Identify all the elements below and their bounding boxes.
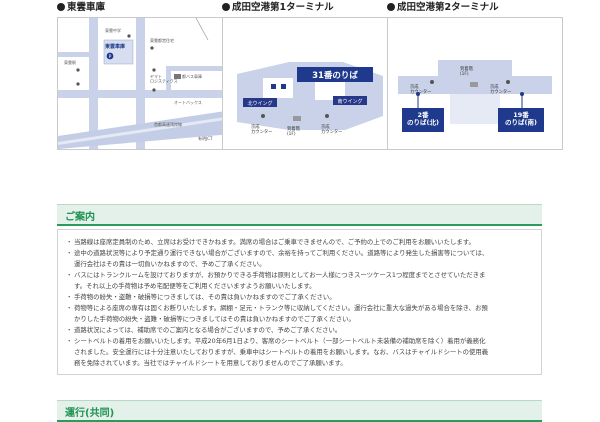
map-t2-title: 成田空港第2ターミナル [397, 2, 499, 13]
notice-item-text: 途中の道路状況等により予定通り運行できない場合がございますので、余裕を持ってご利… [74, 249, 489, 257]
map-t2-stop-south: 19番のりば(南) [505, 110, 537, 126]
notice-item: 当路線は座席定員制のため、立席はお受けできかねます。満席の場合はご乗車できません… [66, 237, 533, 248]
operation-heading-bar: 運行(共同) [57, 400, 542, 422]
map-t1-north-wing: 北ウイング [247, 100, 272, 107]
notice-item: 道路状況によっては、補助席でのご案内となる場合がございますので、予めご了承くださ… [66, 325, 533, 336]
notice-item-text: 荷物等による座席の専有は固くお断りいたします。網棚・足元・トランク等に収納してく… [74, 304, 488, 312]
notice-item-text: 手荷物の紛失・盗難・破損等につきましては、その責は負いかねますのでご了承ください… [74, 293, 336, 301]
map-t2: 成田空港第2ターミナル 2番のりば(北) 19番のりば(南) 到着階(1F) 京… [387, 0, 563, 150]
map-depot-station: 東雲駅 [64, 59, 76, 65]
map-t2-stop-north: 2番のりば(北) [407, 110, 439, 126]
map-t1-arrival: 到着階(1F) [287, 125, 301, 137]
notice-item: バスにはトランクルームを設けておりますが、お預かりできる手荷物は原則としてお一人… [66, 270, 533, 292]
map-t2-arrival: 到着階(1F) [460, 65, 474, 77]
bullet-icon [57, 2, 65, 11]
map-t1: 成田空港第1ターミナル 31番のりば 北ウイング 南ウイング 京成カウンター 到… [222, 0, 398, 150]
bullet-icon [222, 2, 230, 11]
map-depot-logistics: ヤマトロジスティクス [150, 74, 178, 84]
map-t2-counter-right: 京成カウンター [490, 83, 511, 95]
map-depot-pin: P [109, 54, 112, 60]
map-depot-auto: オートバックス [174, 99, 202, 105]
map-depot-residence: 東雲都営住宅 [150, 37, 174, 43]
notice-item-text: シートベルトの着用をお願いいたします。平成20年6月1日より、客席のシートベルト… [74, 337, 486, 345]
notice-item-text: かりした手荷物の紛失・盗難・破損等につきましてはその責は負いかねますのでご了承く… [74, 315, 355, 323]
notice-heading: ご案内 [65, 212, 95, 223]
notice-item: 手荷物の紛失・盗難・破損等につきましては、その責は負いかねますのでご了承ください… [66, 292, 533, 303]
notice-box: 当路線は座席定員制のため、立席はお受けできかねます。満席の場合はご乗車できません… [57, 229, 542, 375]
map-depot: 東雲車庫 P 東雲車庫 東 [57, 0, 233, 150]
map-depot-title: 東雲車庫 [67, 2, 106, 13]
map-depot-label: 東雲車庫 [105, 43, 125, 50]
notice-item: 荷物等による座席の専有は固くお断りいたします。網棚・足元・トランク等に収納してく… [66, 303, 533, 325]
map-t2-counter-left: 京成カウンター [410, 83, 431, 95]
map-depot-school: 東雲中学 [105, 27, 121, 33]
map-depot-road: 首都高速湾岸線 [154, 121, 182, 127]
operation-heading: 運行(共同) [65, 408, 115, 419]
notice-list: 当路線は座席定員制のため、立席はお受けできかねます。満席の場合はご乗車できません… [58, 230, 541, 369]
map-depot-warehouse: 都バス車庫 [182, 73, 202, 79]
map-depot-image: P 東雲車庫 東雲中学 東雲都営住宅 ヤマトロジスティクス 東雲駅 都バス車庫 … [57, 17, 233, 150]
notice-item-text: 当路線は座席定員制のため、立席はお受けできかねます。満席の場合はご乗車できません… [74, 238, 475, 246]
map-t1-stop: 31番のりば [312, 70, 358, 81]
notice-item-text: す。それ以上の手荷物は予め宅配便等をご利用くださいますようお願いいたします。 [74, 282, 316, 290]
map-t1-counter-right: 京成カウンター [321, 123, 342, 135]
notice-item: シートベルトの着用をお願いいたします。平成20年6月1日より、客席のシートベルト… [66, 336, 533, 369]
map-t1-south-wing: 南ウイング [337, 98, 362, 105]
map-t1-counter-left: 京成カウンター [251, 123, 272, 135]
map-t1-image: 31番のりば 北ウイング 南ウイング 京成カウンター 到着階(1F) 京成カウン… [222, 17, 398, 150]
map-t2-image: 2番のりば(北) 19番のりば(南) 到着階(1F) 京成カウンター 京成カウン… [387, 17, 563, 150]
notice-item-text: されました。安全運行には十分注意いたしておりますが、乗車中はシートベルトの着用を… [74, 348, 489, 356]
map-t1-title: 成田空港第1ターミナル [232, 2, 334, 13]
notice-item-text: 運行会社はその責は一切負いかねますので、予めご了承ください。 [74, 260, 266, 268]
notice-item-text: 務を免除されています。当社ではチャイルドシートを用意しておりませんのでご了承願い… [74, 359, 347, 367]
notice-heading-bar: ご案内 [57, 204, 542, 226]
map-depot-highway: 有明JCT [198, 135, 213, 141]
bullet-icon [387, 2, 395, 11]
notice-item-text: バスにはトランクルームを設けておりますが、お預かりできる手荷物は原則としてお一人… [74, 271, 486, 279]
notice-item-text: 道路状況によっては、補助席でのご案内となる場合がございますので、予めご了承くださ… [74, 326, 342, 334]
notice-item: 途中の道路状況等により予定通り運行できない場合がございますので、余裕を持ってご利… [66, 248, 533, 270]
